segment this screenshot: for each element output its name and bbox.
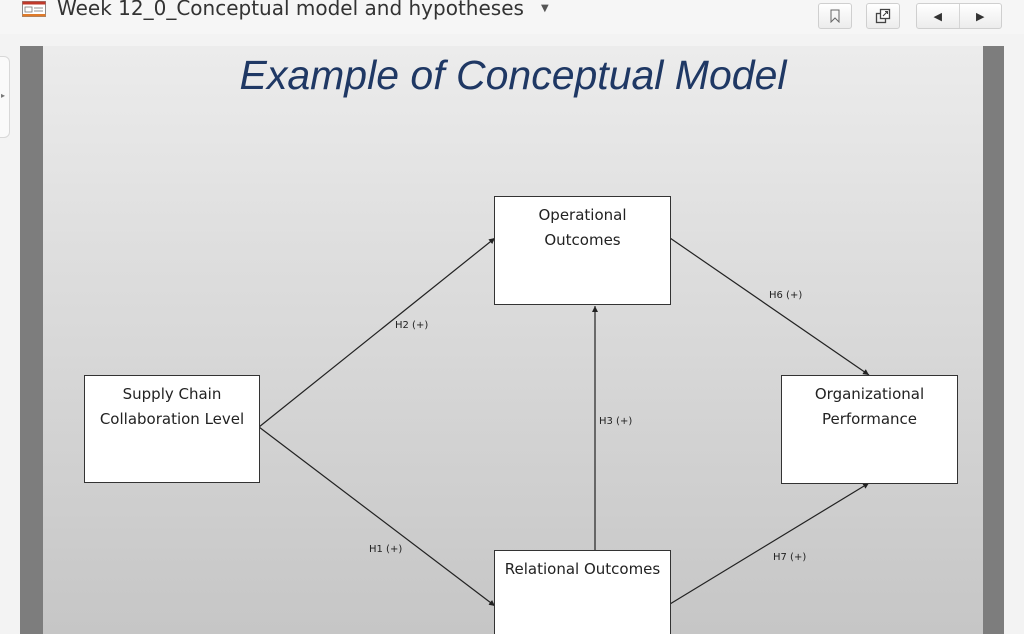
arrow-right-icon: ▶ <box>976 9 985 23</box>
bookmark-button[interactable] <box>818 3 852 29</box>
bookmark-icon <box>830 9 840 23</box>
node-supply-chain-collaboration: Supply Chain Collaboration Level <box>84 375 260 483</box>
previous-slide-button[interactable]: ◀ <box>917 4 959 28</box>
slide-canvas: Example of Conceptual Model Supply Chain… <box>43 46 983 634</box>
node-label: Supply Chain Collaboration Level <box>99 385 245 428</box>
node-label: Operational Outcomes <box>538 206 627 249</box>
popout-button[interactable] <box>866 3 900 29</box>
edge-h2-line <box>258 237 496 428</box>
edge-label-h3: H3 (+) <box>599 416 633 427</box>
arrow-left-icon: ◀ <box>933 9 942 23</box>
slide-navigation: ◀ ▶ <box>916 3 1002 29</box>
caret-down-icon[interactable]: ▼ <box>541 3 549 14</box>
document-title[interactable]: Week 12_0_Conceptual model and hypothese… <box>57 0 524 20</box>
edge-label-h6: H6 (+) <box>769 290 803 301</box>
presentation-doc-icon <box>22 1 46 17</box>
node-operational-outcomes: Operational Outcomes <box>494 196 671 305</box>
diagram-connectors <box>258 237 870 607</box>
title-bar: Week 12_0_Conceptual model and hypothese… <box>0 0 1024 34</box>
edge-label-h2: H2 (+) <box>395 320 429 331</box>
edge-label-h7: H7 (+) <box>773 552 807 563</box>
node-label: Relational Outcomes <box>504 560 661 578</box>
external-window-icon <box>875 8 891 24</box>
chevron-right-icon: ▸ <box>1 91 6 100</box>
edge-h6-line <box>669 237 870 376</box>
edge-h1-line <box>258 426 496 607</box>
node-organizational-performance: Organizational Performance <box>781 375 958 484</box>
sidebar-toggle[interactable]: ▸ <box>0 56 10 138</box>
edge-h7-line <box>669 482 870 605</box>
node-relational-outcomes: Relational Outcomes <box>494 550 671 634</box>
node-label: Organizational Performance <box>814 385 925 428</box>
next-slide-button[interactable]: ▶ <box>958 4 1002 28</box>
edge-label-h1: H1 (+) <box>369 544 403 555</box>
slide-title: Example of Conceptual Model <box>239 52 787 98</box>
